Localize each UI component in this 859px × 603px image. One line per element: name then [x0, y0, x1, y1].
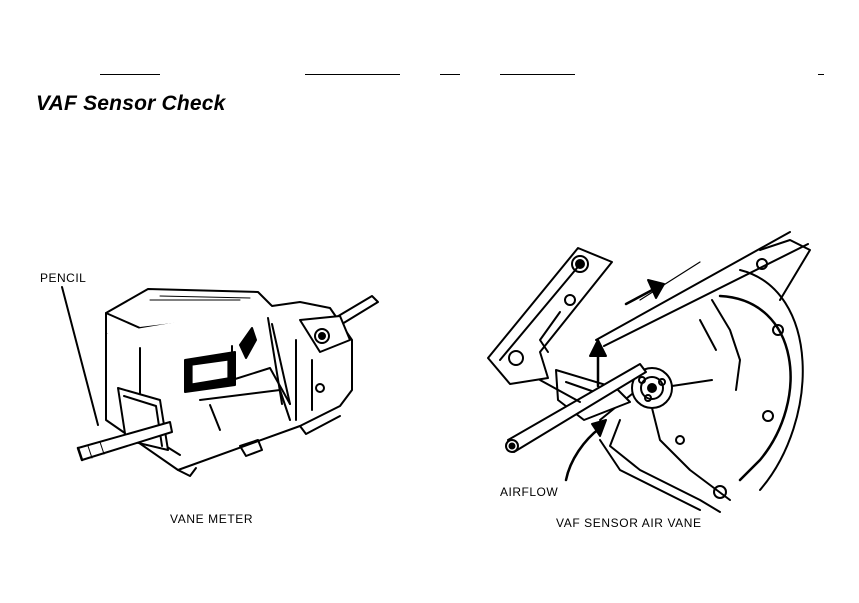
pencil-callout-label: PENCIL [40, 271, 87, 285]
duct-top-edge [595, 231, 791, 341]
page-title: VAF Sensor Check [36, 92, 226, 115]
pencil-leader-line [61, 286, 99, 426]
air-vane-caption: VAF SENSOR AIR VANE [556, 516, 702, 530]
housing-frame-left [487, 247, 613, 385]
vane-meter-caption: VANE METER [170, 512, 254, 526]
housing-ring [718, 294, 792, 482]
pencil-rear [334, 295, 379, 325]
airflow-callout-label: AIRFLOW [500, 485, 559, 499]
airflow-arrow-curved [564, 426, 602, 482]
airflow-arrow-diagonal [624, 286, 658, 306]
